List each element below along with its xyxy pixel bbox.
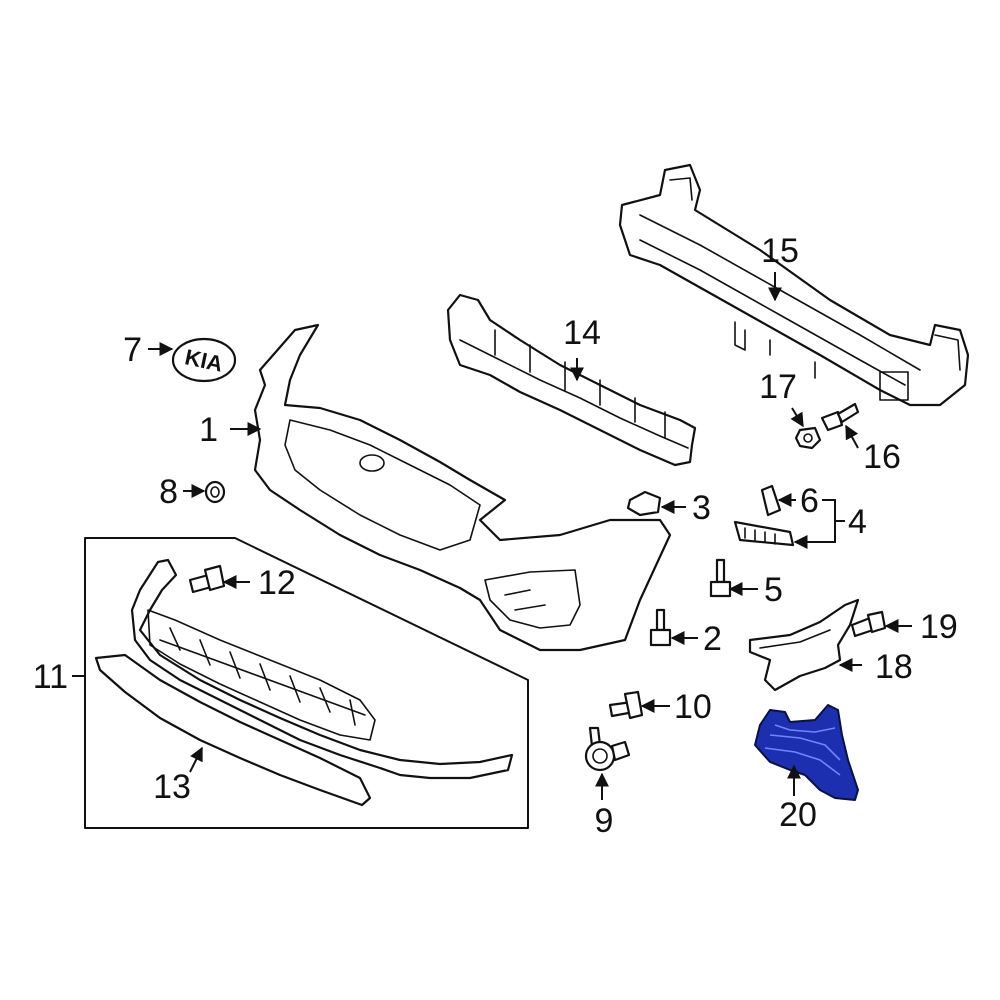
side-bracket-part[interactable] [733,520,795,547]
callout-8: 8 [159,473,178,511]
callout-13: 13 [153,768,191,806]
callout-15: 15 [761,232,799,270]
nut-part[interactable] [794,426,822,450]
screw-12-part[interactable] [188,564,226,594]
callout-labels: 1 2 3 4 5 6 7 8 9 10 11 12 13 14 15 16 1… [33,232,958,840]
callout-1: 1 [199,411,218,449]
callout-17: 17 [759,368,797,406]
callout-14: 14 [563,314,601,352]
emblem-part[interactable]: KIA [171,337,237,383]
lower-trim-strip-part[interactable] [94,653,372,807]
callout-7: 7 [123,331,142,369]
screw-10-part[interactable] [608,690,644,720]
bolt-5-part[interactable] [709,558,732,598]
retainer-clip-part[interactable] [760,484,782,517]
bolt-2-part[interactable] [649,608,672,647]
fog-lamp-bracket-part[interactable] [748,598,860,692]
bolt-19-part[interactable] [850,610,887,638]
callout-12: 12 [258,564,296,602]
callout-20: 20 [779,796,817,834]
fog-lamp-cover-part-highlighted[interactable] [754,704,859,801]
bumper-cover-part[interactable] [253,323,672,652]
callout-16: 16 [863,438,901,476]
callout-3: 3 [692,489,711,527]
callout-4: 4 [848,503,867,541]
callout-11: 11 [33,658,68,696]
bolt-16-part[interactable] [820,402,860,432]
lower-grille-part[interactable] [130,558,514,780]
grille-assembly-box [84,537,529,829]
clip-part[interactable] [626,490,662,517]
callout-5: 5 [764,571,783,609]
callout-19: 19 [920,608,958,646]
callout-6: 6 [800,482,819,520]
callout-2: 2 [703,620,722,658]
leader-lines [72,272,912,800]
sensor-part[interactable] [584,726,631,772]
grommet-part[interactable] [204,480,226,504]
callout-10: 10 [674,688,712,726]
callout-18: 18 [875,648,913,686]
callout-9: 9 [595,802,614,840]
